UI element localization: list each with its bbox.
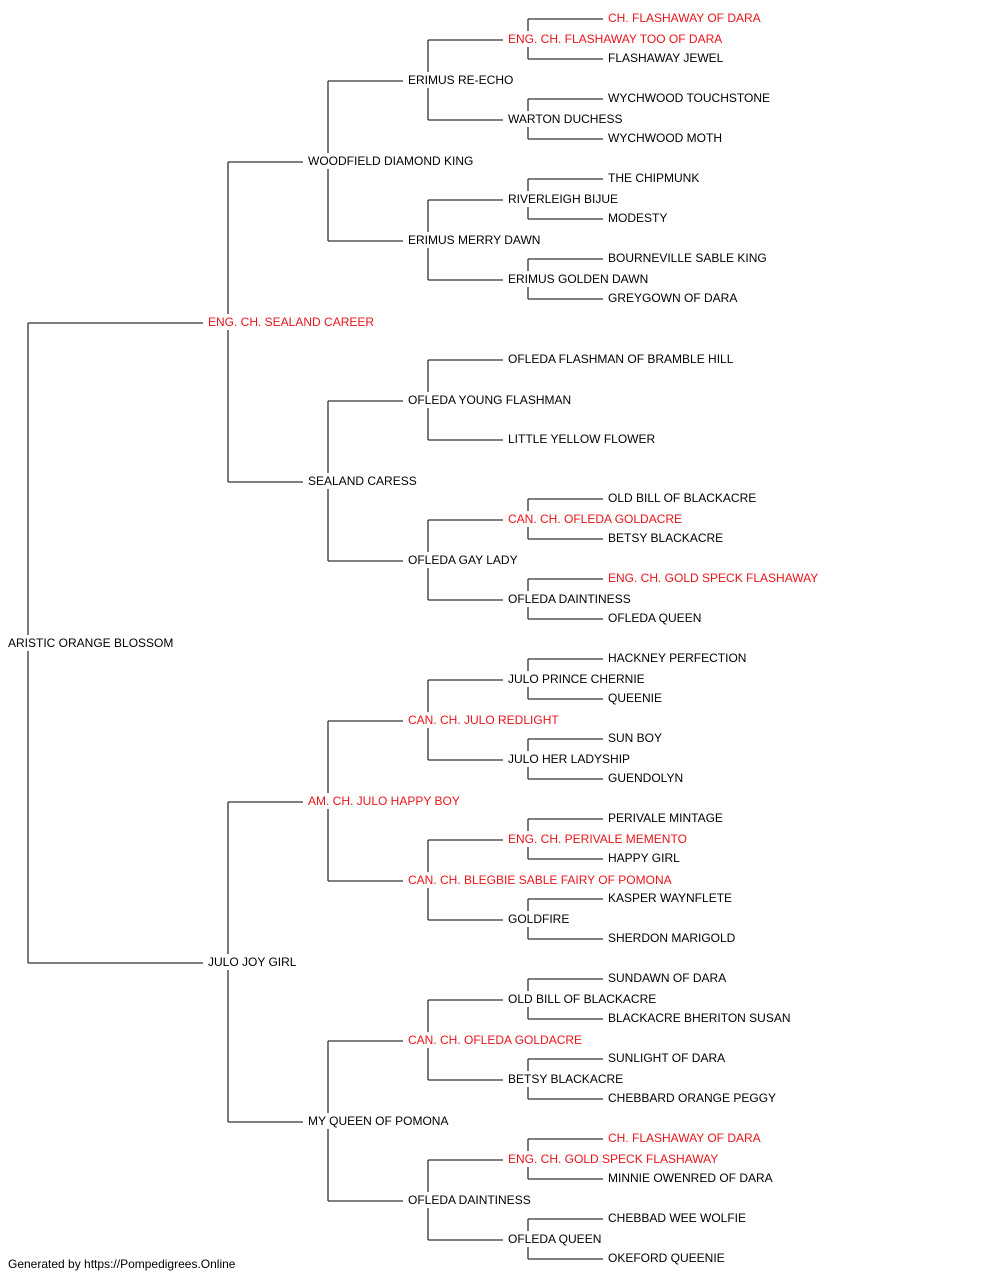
dam-name-gen5: OFLEDA QUEEN <box>608 611 702 625</box>
dam-name-gen5: QUEENIE <box>608 691 663 705</box>
dam-name-gen5: SHERDON MARIGOLD <box>608 931 736 945</box>
dam-name-gen5: BETSY BLACKACRE <box>608 531 724 545</box>
dam-name-gen5: CHEBBARD ORANGE PEGGY <box>608 1091 777 1105</box>
dam-name-gen5: WYCHWOOD MOTH <box>608 131 722 145</box>
sire-name-gen5: SUNDAWN OF DARA <box>608 971 727 985</box>
dam-name-gen5: BLACKACRE BHERITON SUSAN <box>608 1011 791 1025</box>
dam-name-gen4: OFLEDA QUEEN <box>508 1232 602 1246</box>
sire-name-gen5: SUNLIGHT OF DARA <box>608 1051 726 1065</box>
sire-name-gen5: WYCHWOOD TOUCHSTONE <box>608 91 771 105</box>
sire-name-gen5: ENG. CH. GOLD SPECK FLASHAWAY <box>608 571 819 585</box>
dam-name-gen5: HAPPY GIRL <box>608 851 680 865</box>
dam-name-gen3: CAN. CH. BLEGBIE SABLE FAIRY OF POMONA <box>408 873 672 887</box>
sire-name-gen4: JULO PRINCE CHERNIE <box>508 672 645 686</box>
sire-name-gen4: OLD BILL OF BLACKACRE <box>508 992 657 1006</box>
dam-name-gen5: GUENDOLYN <box>608 771 684 785</box>
sire-name-gen4: ENG. CH. GOLD SPECK FLASHAWAY <box>508 1152 719 1166</box>
sire-name-gen5: CHEBBAD WEE WOLFIE <box>608 1211 747 1225</box>
dam-name-gen4: JULO HER LADYSHIP <box>508 752 631 766</box>
dam-name-gen4: WARTON DUCHESS <box>508 112 623 126</box>
dam-name-gen4: LITTLE YELLOW FLOWER <box>508 432 656 446</box>
sire-name-gen2: WOODFIELD DIAMOND KING <box>308 154 474 168</box>
sire-name-gen5: CH. FLASHAWAY OF DARA <box>608 11 761 25</box>
dam-name-gen5: MODESTY <box>608 211 668 225</box>
sire-name-gen4: ENG. CH. PERIVALE MEMENTO <box>508 832 687 846</box>
sire-name-gen5: OLD BILL OF BLACKACRE <box>608 491 757 505</box>
dam-name-gen4: ERIMUS GOLDEN DAWN <box>508 272 649 286</box>
dam-name-gen3: ERIMUS MERRY DAWN <box>408 233 541 247</box>
sire-name-gen5: PERIVALE MINTAGE <box>608 811 723 825</box>
sire-name-gen3: CAN. CH. JULO REDLIGHT <box>408 713 559 727</box>
sire-name-gen3: OFLEDA YOUNG FLASHMAN <box>408 393 572 407</box>
sire-name-gen5: SUN BOY <box>608 731 663 745</box>
sire-name-gen5: BOURNEVILLE SABLE KING <box>608 251 767 265</box>
sire-name-gen4: CAN. CH. OFLEDA GOLDACRE <box>508 512 683 526</box>
dam-name-gen1: JULO JOY GIRL <box>208 955 297 969</box>
sire-name-gen4: OFLEDA FLASHMAN OF BRAMBLE HILL <box>508 352 734 366</box>
dam-name-gen4: GOLDFIRE <box>508 912 570 926</box>
sire-name-gen3: CAN. CH. OFLEDA GOLDACRE <box>408 1033 583 1047</box>
sire-name-gen4: RIVERLEIGH BIJUE <box>508 192 619 206</box>
sire-name-gen3: ERIMUS RE-ECHO <box>408 73 514 87</box>
sire-name-gen5: KASPER WAYNFLETE <box>608 891 733 905</box>
dam-name-gen2: MY QUEEN OF POMONA <box>308 1114 449 1128</box>
dam-name-gen5: GREYGOWN OF DARA <box>608 291 738 305</box>
dam-name-gen5: MINNIE OWENRED OF DARA <box>608 1171 773 1185</box>
dam-name-gen5: OKEFORD QUEENIE <box>608 1251 725 1265</box>
subject-dog-name: ARISTIC ORANGE BLOSSOM <box>8 636 174 650</box>
sire-name-gen5: CH. FLASHAWAY OF DARA <box>608 1131 761 1145</box>
dam-name-gen3: OFLEDA GAY LADY <box>408 553 518 567</box>
dam-name-gen4: BETSY BLACKACRE <box>508 1072 624 1086</box>
dam-name-gen2: SEALAND CARESS <box>308 474 417 488</box>
dam-name-gen4: OFLEDA DAINTINESS <box>508 592 631 606</box>
dam-name-gen3: OFLEDA DAINTINESS <box>408 1193 531 1207</box>
dam-name-gen5: FLASHAWAY JEWEL <box>608 51 724 65</box>
sire-name-gen2: AM. CH. JULO HAPPY BOY <box>308 794 460 808</box>
sire-name-gen5: HACKNEY PERFECTION <box>608 651 747 665</box>
sire-name-gen5: THE CHIPMUNK <box>608 171 700 185</box>
sire-name-gen4: ENG. CH. FLASHAWAY TOO OF DARA <box>508 32 723 46</box>
generated-by-footer: Generated by https://Pompedigrees.Online <box>8 1257 236 1271</box>
sire-name-gen1: ENG. CH. SEALAND CAREER <box>208 315 375 329</box>
